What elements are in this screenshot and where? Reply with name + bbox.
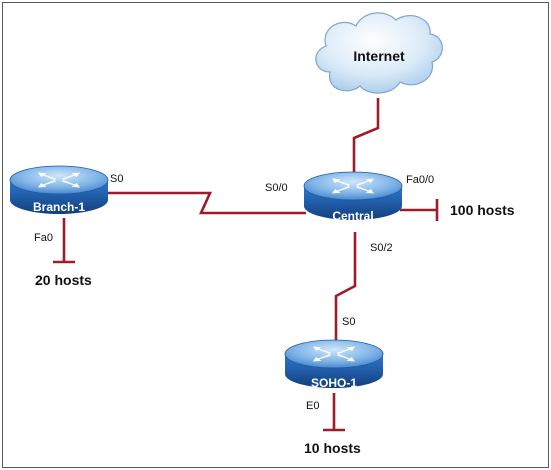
port-label-central-fa00: Fa0/0	[406, 174, 434, 186]
internet-label: Internet	[353, 48, 405, 64]
router-name-branch: Branch-1	[33, 200, 85, 214]
lan-hosts-branch: 20 hosts	[35, 272, 92, 288]
port-label-branch-s0: S0	[110, 173, 123, 185]
port-label-central-s02: S0/2	[370, 242, 393, 254]
lan-hosts-central: 100 hosts	[450, 202, 515, 218]
router-name-soho: SOHO-1	[311, 376, 357, 390]
link-internet-central	[352, 98, 380, 172]
internet-cloud-icon: Internet	[315, 12, 443, 94]
link-central-soho	[334, 232, 357, 346]
port-label-soho-e0: E0	[306, 400, 319, 412]
port-label-soho-s0: S0	[342, 316, 355, 328]
lan-hosts-soho: 10 hosts	[304, 440, 361, 456]
router-soho-1	[284, 339, 384, 388]
router-branch-1	[9, 165, 109, 214]
port-label-branch-fa0: Fa0	[34, 232, 53, 244]
port-label-central-s00: S0/0	[265, 182, 288, 194]
link-branch-central	[108, 191, 306, 215]
router-central	[303, 171, 403, 220]
router-name-central: Central	[332, 209, 373, 223]
